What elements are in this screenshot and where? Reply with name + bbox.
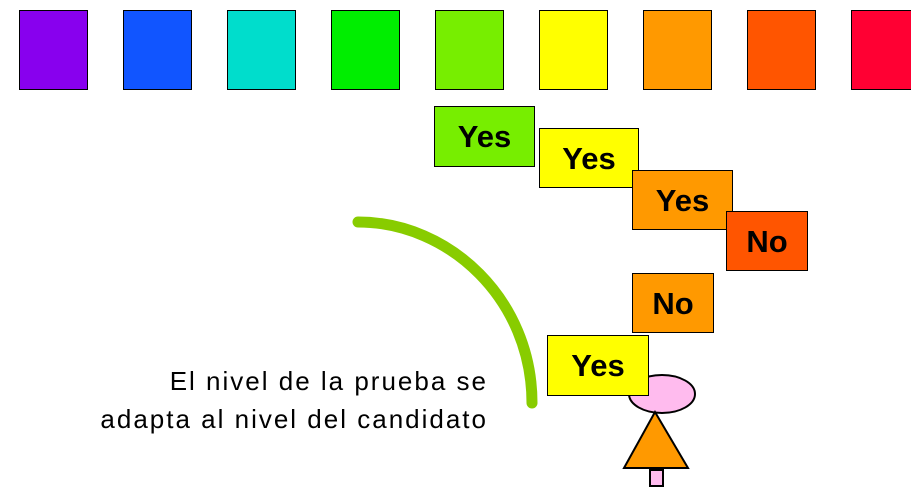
answer-box-4: No [726,211,808,271]
answer-box-1: Yes [434,106,535,167]
answer-label-2: Yes [562,140,616,176]
level-swatch-teal [227,10,296,90]
caption-line-2: adapta al nivel del candidato [100,404,488,434]
answer-box-5: No [632,273,714,333]
level-swatch-green [331,10,400,90]
caption-line-1: El nivel de la prueba se [169,366,488,396]
level-swatch-orange [643,10,712,90]
answer-label-5: No [652,285,694,321]
level-swatch-violet [19,10,88,90]
level-swatch-blue [123,10,192,90]
answer-box-6: Yes [547,335,649,396]
candidate-body [622,409,690,469]
answer-label-1: Yes [457,119,512,154]
answer-label-3: Yes [655,182,710,218]
answer-box-2: Yes [539,128,639,188]
answer-label-4: No [746,223,788,259]
answer-label-6: Yes [571,348,625,383]
candidate-feet [649,469,664,487]
level-swatch-lime [435,10,504,90]
level-swatch-dark-orange [747,10,816,90]
level-swatch-yellow [539,10,608,90]
level-swatch-red [851,10,911,90]
answer-box-3: Yes [632,170,733,230]
